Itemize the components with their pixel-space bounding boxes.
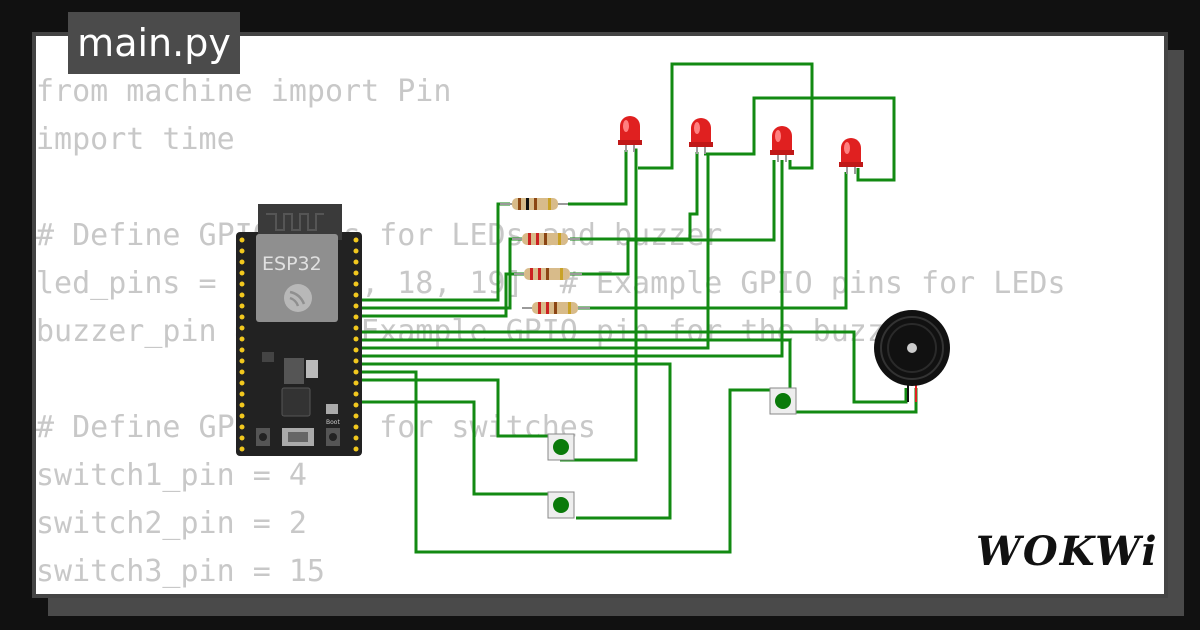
preview-card	[32, 32, 1168, 598]
led-icon[interactable]	[839, 138, 863, 174]
resistor-icon[interactable]	[500, 198, 568, 210]
code-line-11: switch3_pin = 15	[36, 554, 325, 589]
code-line-10: switch2_pin = 2	[36, 506, 307, 541]
buzzer-icon[interactable]	[874, 310, 950, 402]
pushbutton-icon[interactable]	[769, 387, 797, 415]
pushbutton-icon[interactable]	[547, 491, 575, 519]
code-line-9: switch1_pin = 4	[36, 458, 307, 493]
wire-led2-cathode	[362, 152, 710, 350]
wire-led3-cathode	[362, 160, 784, 358]
code-preview: from machine import Pin import time # Defi…	[36, 68, 1066, 596]
right-pin-header	[353, 237, 359, 452]
left-pin-header	[239, 237, 245, 452]
file-tab[interactable]: main.py	[68, 12, 240, 74]
wire-gpio-r3	[362, 272, 524, 318]
boot-label: Boot	[326, 419, 340, 426]
wire-resistor3-led3	[570, 160, 776, 276]
resistor-icon[interactable]	[512, 233, 580, 245]
board-label: ESP32	[262, 253, 322, 275]
wire-gpio-switch1	[362, 378, 548, 438]
wire-gpio-switch2	[362, 400, 548, 496]
wire-gpio-switch3	[362, 370, 770, 554]
wire-gpio-r1	[362, 202, 510, 302]
led-icon[interactable]	[770, 126, 794, 162]
wire-led-top-loop-b	[704, 96, 896, 182]
esp32-board-icon[interactable]: ESP32 Boot	[236, 204, 362, 456]
wire-resistor4-led4	[578, 172, 848, 310]
led-icon[interactable]	[618, 116, 642, 152]
wire-resistor2-led2	[570, 152, 699, 241]
wire-led-top-loop-a	[638, 62, 814, 170]
resistor-icon[interactable]	[522, 302, 590, 314]
wire-resistor1-led1	[568, 150, 628, 206]
wires	[362, 62, 918, 554]
brand-logo: WOKWi	[976, 528, 1159, 575]
code-line-2: import time	[36, 122, 235, 157]
wire-switch2-right	[362, 362, 672, 520]
code-line-1: from machine import Pin	[36, 74, 452, 109]
led-icon[interactable]	[689, 118, 713, 154]
pushbutton-icon[interactable]	[547, 433, 575, 461]
resistor-icon[interactable]	[514, 268, 582, 280]
wire-gnd-bus	[362, 330, 908, 404]
code-line-4: # Define GPIO pins for LEDs and buzzer	[36, 218, 723, 253]
